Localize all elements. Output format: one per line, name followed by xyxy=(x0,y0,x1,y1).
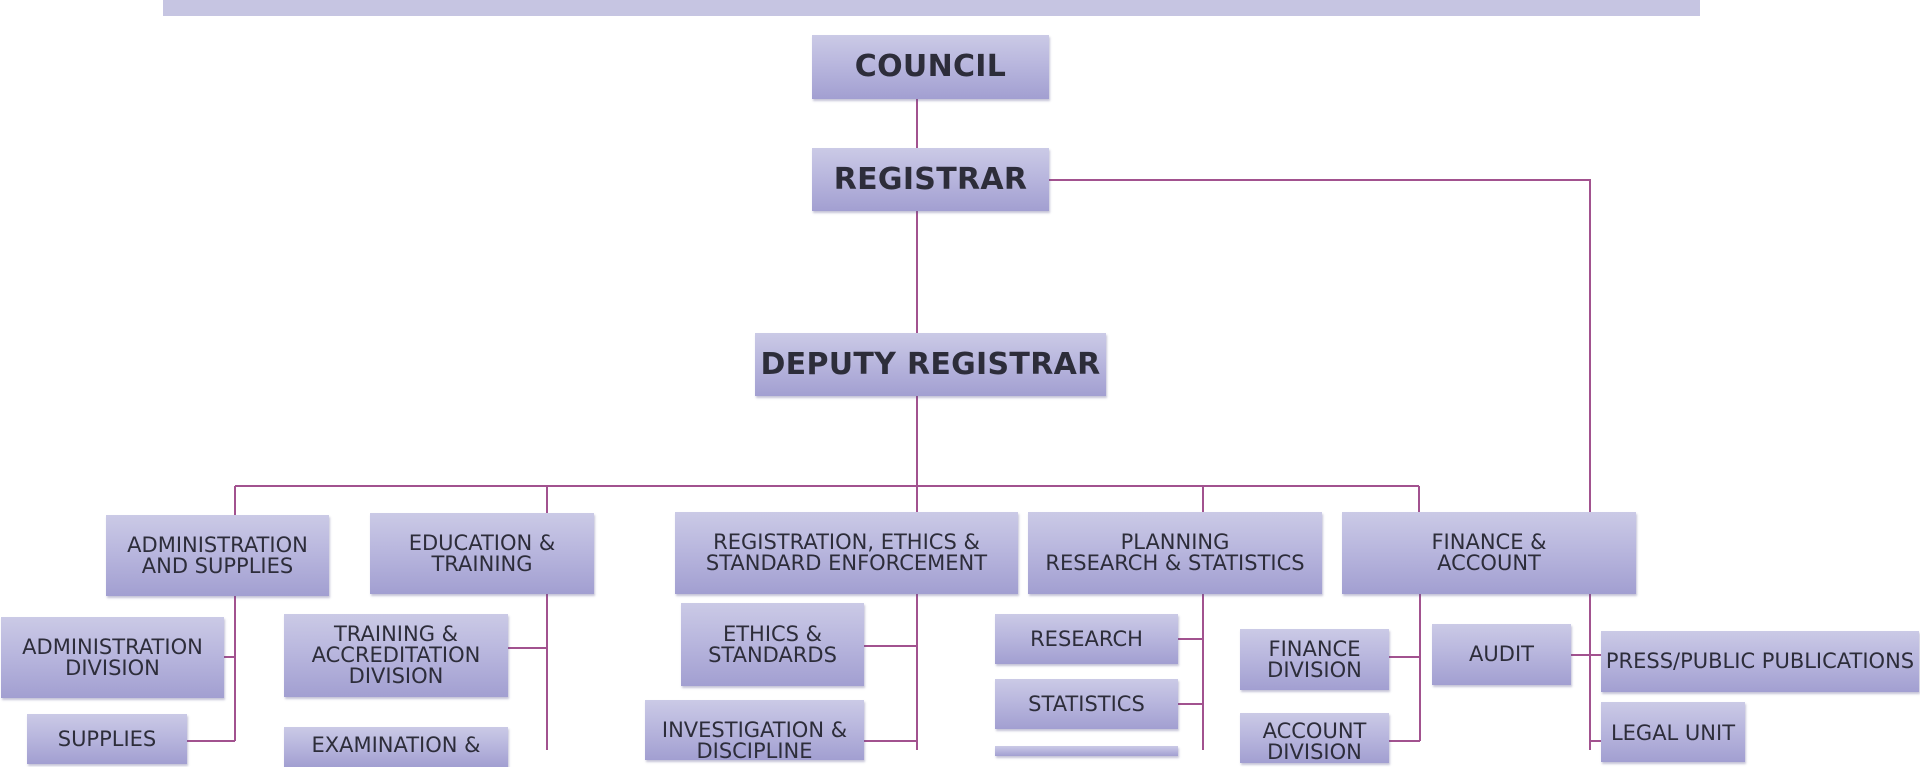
unit-examination: EXAMINATION & xyxy=(284,727,508,767)
council-box: COUNCIL xyxy=(812,35,1049,99)
dept-planning-research: PLANNING RESEARCH & STATISTICS xyxy=(1028,512,1322,594)
unit-finance-division: FINANCE DIVISION xyxy=(1240,629,1389,690)
unit-press-publications: PRESS/PUBLIC PUBLICATIONS xyxy=(1601,631,1919,692)
connector-lines xyxy=(187,99,1601,750)
dept-registration-ethics: REGISTRATION, ETHICS & STANDARD ENFORCEM… xyxy=(675,512,1018,594)
dept-finance-account: FINANCE & ACCOUNT xyxy=(1342,512,1636,594)
header-bar xyxy=(163,0,1700,16)
registrar-box: REGISTRAR xyxy=(812,148,1049,211)
unit-research: RESEARCH xyxy=(995,614,1178,664)
unit-statistics: STATISTICS xyxy=(995,679,1178,729)
dept-education-training: EDUCATION & TRAINING xyxy=(370,513,594,594)
unit-administration-division: ADMINISTRATION DIVISION xyxy=(1,617,224,698)
unit-supplies: SUPPLIES xyxy=(27,714,187,764)
dept-admin-supplies: ADMINISTRATION AND SUPPLIES xyxy=(106,515,329,596)
unit-ethics-standards: ETHICS & STANDARDS xyxy=(681,603,864,686)
connector-registrar-finance xyxy=(1049,179,1591,512)
unit-investigation-discipline: INVESTIGATION & DISCIPLINE xyxy=(645,700,864,762)
unit-account-division: ACCOUNT DIVISION xyxy=(1240,713,1389,763)
unit-audit: AUDIT xyxy=(1432,624,1571,685)
unit-training-accreditation: TRAINING & ACCREDITATION DIVISION xyxy=(284,614,508,697)
unit-legal-unit: LEGAL UNIT xyxy=(1601,702,1745,762)
unit-planning-extra xyxy=(995,746,1178,756)
deputy-registrar-box: DEPUTY REGISTRAR xyxy=(755,333,1106,396)
